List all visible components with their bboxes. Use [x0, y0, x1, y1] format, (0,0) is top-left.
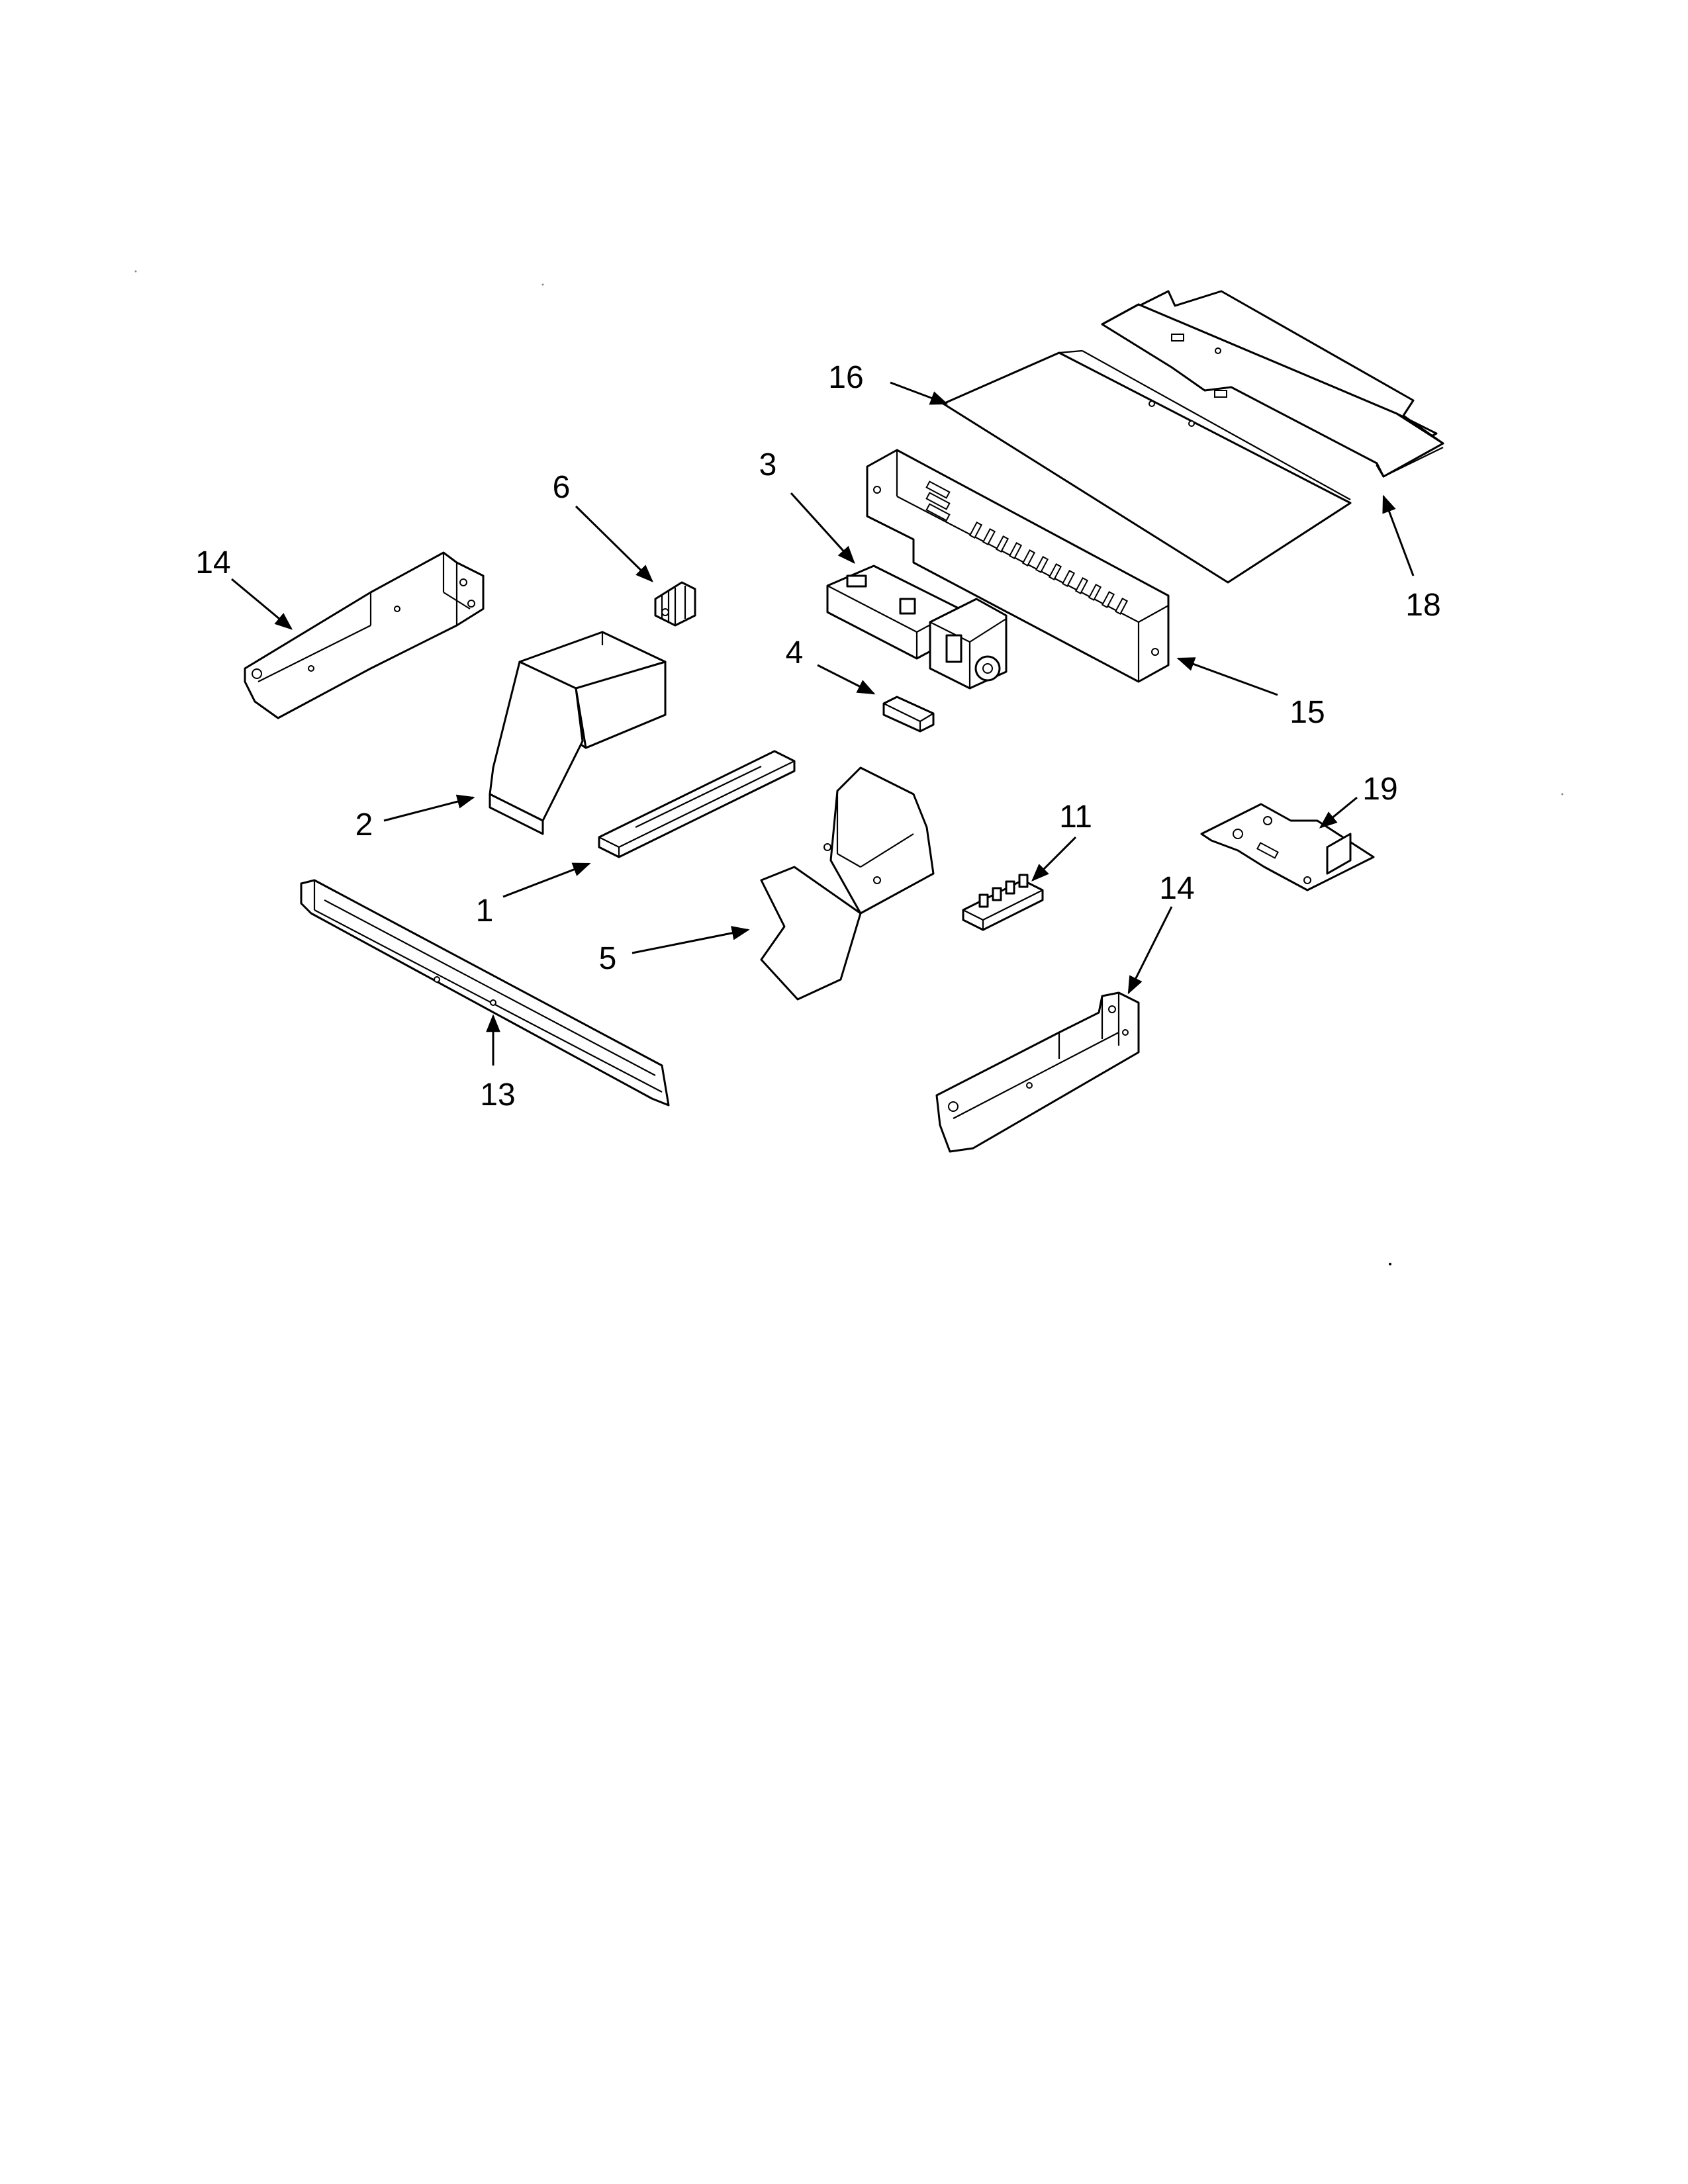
callout-15: 15	[1289, 695, 1325, 730]
part-6-transformer[interactable]	[654, 581, 696, 627]
callout-16: 16	[828, 360, 863, 395]
callout-labels: 16 3 18 15 6 14 4 2 1 5 11 19 14 13	[195, 360, 1440, 1113]
part-14-side-bracket-left[interactable]	[244, 551, 485, 719]
part-14-side-bracket-right[interactable]	[935, 991, 1140, 1153]
part-3-latch-assembly[interactable]	[826, 565, 1008, 690]
vent-slots	[925, 480, 1129, 615]
callout-6: 6	[553, 470, 571, 505]
part-16-top-cover[interactable]	[942, 349, 1352, 584]
callout-5: 5	[599, 941, 617, 976]
callout-13: 13	[480, 1077, 515, 1113]
callout-2: 2	[355, 807, 373, 842]
callout-18: 18	[1405, 588, 1440, 623]
callout-4: 4	[786, 635, 804, 670]
leader-lines	[231, 381, 1415, 1066]
part-5-duct-shield[interactable]	[760, 766, 935, 1001]
callout-3: 3	[759, 447, 777, 482]
part-15-vent-panel[interactable]	[866, 449, 1170, 683]
part-4-switch-block[interactable]	[882, 696, 935, 733]
part-19-mounting-plate[interactable]	[1200, 803, 1375, 891]
callout-1: 1	[476, 893, 494, 929]
scan-specks	[134, 270, 1564, 1265]
part-2-air-duct[interactable]	[489, 631, 667, 835]
callout-14-lower: 14	[1159, 871, 1194, 906]
callout-19: 19	[1362, 772, 1397, 807]
part-11-terminal-block[interactable]	[962, 874, 1044, 931]
callout-11: 11	[1059, 799, 1092, 835]
part-18-top-panel[interactable]	[1101, 290, 1444, 478]
part-1-strip[interactable]	[598, 750, 796, 858]
callout-14-upper: 14	[195, 545, 230, 580]
part-13-rail[interactable]	[300, 879, 670, 1107]
